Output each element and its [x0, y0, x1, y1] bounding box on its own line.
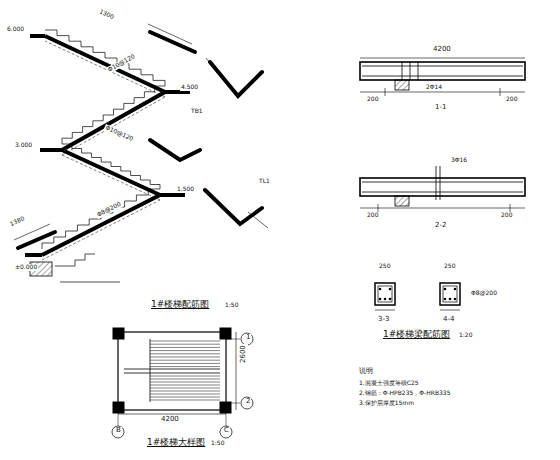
drawing-label: 4.500: [180, 84, 199, 91]
drawing-label: 200: [505, 96, 518, 103]
drawing-label: 1:20: [458, 332, 473, 339]
drawing-label: 1.混凝土强度等级C25: [358, 380, 420, 387]
stair-section: [25, 30, 190, 260]
ground-steps: [55, 254, 95, 266]
drawing-label: 3.000: [14, 142, 33, 149]
drawing-label: 200: [366, 212, 379, 219]
drawing-label: B: [115, 427, 122, 435]
drawing-label: 2600: [240, 344, 248, 364]
detail-dims: [14, 24, 268, 240]
drawing-label: 200: [500, 212, 513, 219]
drawing-label: 4200: [160, 416, 180, 424]
drawing-label: 说明: [358, 368, 374, 376]
drawing-label: 3Φ16: [450, 157, 468, 164]
stair-plan: [112, 328, 253, 438]
drawing-label: 2-2: [434, 222, 447, 230]
drawing-label: 2Φ14: [425, 84, 443, 91]
rebar-details: [18, 32, 262, 248]
drawing-label: 4-4: [442, 316, 455, 324]
drawing-label: 1:50: [224, 302, 239, 309]
drawing-label: TL1: [258, 178, 271, 185]
drawing-label: 4200: [432, 46, 452, 54]
drawing-label: 2: [245, 398, 251, 406]
drawing-label: Φ10@120: [103, 124, 135, 143]
drawing-label: 1380: [8, 215, 26, 228]
drawing-label: 6.000: [6, 26, 25, 33]
drawing-label: TB1: [190, 108, 204, 115]
drawing-label: 1: [245, 334, 251, 342]
beam-sections: [375, 283, 460, 310]
drawing-label: 200: [366, 96, 379, 103]
drawing-label: 1.500: [176, 186, 195, 193]
drawing-label: 1-1: [434, 104, 447, 112]
drawing-label: Φ8@200: [470, 290, 498, 297]
rebar-dots: [379, 288, 457, 301]
drawing-label: 2.钢筋：Φ-HPB235，Φ-HRB335: [358, 390, 451, 397]
drawing-label: C: [223, 427, 230, 435]
drawing-label: 3.保护层厚度15mm: [358, 400, 415, 407]
drawing-label: 1#楼梯大样图: [146, 438, 206, 448]
drawing-label: ±0.000: [14, 264, 38, 271]
drawing-label: 250: [378, 263, 391, 270]
beam-elevation: [360, 58, 525, 212]
drawing-label: 1#楼梯梁配筋图: [382, 330, 451, 340]
drawing-label: 1:50: [210, 440, 225, 447]
drawing-label: 1#楼梯配筋图: [150, 300, 210, 310]
drawing-label: 250: [443, 263, 456, 270]
drawing-label: 3-3: [377, 316, 390, 324]
drawing-label: 1300: [97, 8, 115, 21]
